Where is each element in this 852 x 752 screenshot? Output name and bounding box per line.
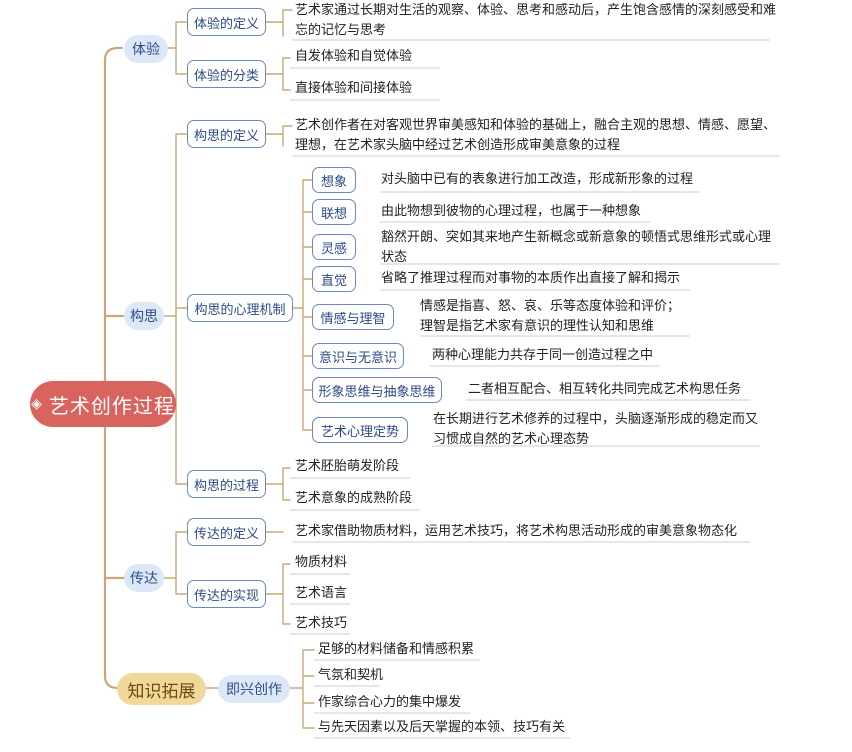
trunk-line	[103, 388, 120, 690]
text-gousi-def: 艺术创作者在对客观世界审美感知和体验的基础上，融合主观的思想、情感、愿望、理想，…	[295, 118, 777, 153]
text-gousi-proc-1: 艺术胚胎萌发阶段	[295, 459, 400, 474]
text-zhishi-1: 足够的材料储备和情感积累	[318, 642, 475, 657]
node-gousi-proc[interactable]: 构思的过程	[187, 470, 266, 498]
mech-item-0[interactable]: 想象	[312, 167, 356, 193]
mech-text-1: 由此物想到彼物的心理过程，也属于一种想象	[381, 204, 642, 219]
node-chuanda-def[interactable]: 传达的定义	[187, 518, 266, 546]
node-tiyan-def[interactable]: 体验的定义	[187, 8, 266, 36]
node-chuanda-real[interactable]: 传达的实现	[187, 580, 266, 608]
text-chuanda-def: 艺术家借助物质材料，运用艺术技巧，将艺术构思活动形成的审美意象物态化	[295, 524, 738, 539]
text-chuanda-real-2: 艺术语言	[295, 586, 348, 601]
text-zhishi-2: 气氛和契机	[318, 668, 384, 683]
mech-item-1[interactable]: 联想	[312, 199, 356, 225]
mech-item-5[interactable]: 意识与无意识	[312, 343, 404, 369]
node-gousi[interactable]: 构思	[124, 302, 164, 330]
node-tiyan-cls[interactable]: 体验的分类	[187, 60, 266, 88]
mech-item-3[interactable]: 直觉	[312, 266, 356, 292]
diamond-icon: ◈	[31, 396, 43, 412]
mech-text-6: 二者相互配合、相互转化共同完成艺术构思任务	[468, 382, 742, 397]
node-zhishi[interactable]: 知识拓展	[117, 673, 206, 705]
text-chuanda-real-1: 物质材料	[295, 555, 348, 570]
mech-text-7: 在长期进行艺术修养的过程中，头脑逐渐形成的稳定而又习惯成自然的艺术心理态势	[433, 412, 759, 447]
mech-text-2: 豁然开朗、突如其来地产生新概念或新意象的顿悟式思维形式或心理状态	[381, 230, 772, 265]
mech-text-4: 情感是指喜、怒、哀、乐等态度体验和评价；理智是指艺术家有意识的理性认知和思维	[420, 299, 681, 334]
node-gousi-mech[interactable]: 构思的心理机制	[187, 294, 293, 322]
mech-item-7[interactable]: 艺术心理定势	[312, 417, 408, 443]
text-zhishi-4: 与先天因素以及后天掌握的本领、技巧有关	[318, 720, 566, 735]
text-tiyan-def: 艺术家通过长期对生活的观察、体验、思考和感动后，产生饱含感情的深刻感受和难忘的记…	[295, 3, 777, 38]
node-tiyan[interactable]: 体验	[124, 35, 168, 63]
node-gousi-def[interactable]: 构思的定义	[187, 120, 266, 148]
text-zhishi-3: 作家综合心力的集中爆发	[318, 695, 462, 710]
text-chuanda-real-3: 艺术技巧	[295, 616, 348, 631]
trunk-line	[103, 46, 178, 406]
text-gousi-proc-2: 艺术意象的成熟阶段	[295, 491, 413, 506]
text-tiyan-cls-1: 自发体验和自觉体验	[295, 49, 413, 64]
mech-item-2[interactable]: 灵感	[312, 234, 356, 260]
root-label: 艺术创作过程	[48, 393, 175, 418]
node-chuanda[interactable]: 传达	[124, 564, 164, 592]
node-zhishi-sub[interactable]: 即兴创作	[218, 675, 290, 703]
root-node[interactable]: ◈ 艺术创作过程	[30, 381, 176, 427]
mech-item-6[interactable]: 形象思维与抽象思维	[312, 377, 442, 403]
text-tiyan-cls-2: 直接体验和间接体验	[295, 81, 413, 96]
mech-text-3: 省略了推理过程而对事物的本质作出直接了解和揭示	[381, 271, 681, 286]
mech-text-0: 对头脑中已有的表象进行加工改造，形成新形象的过程	[381, 172, 694, 187]
mech-text-5: 两种心理能力共存于同一创造过程之中	[432, 348, 654, 363]
mech-item-4[interactable]: 情感与理智	[312, 304, 394, 330]
